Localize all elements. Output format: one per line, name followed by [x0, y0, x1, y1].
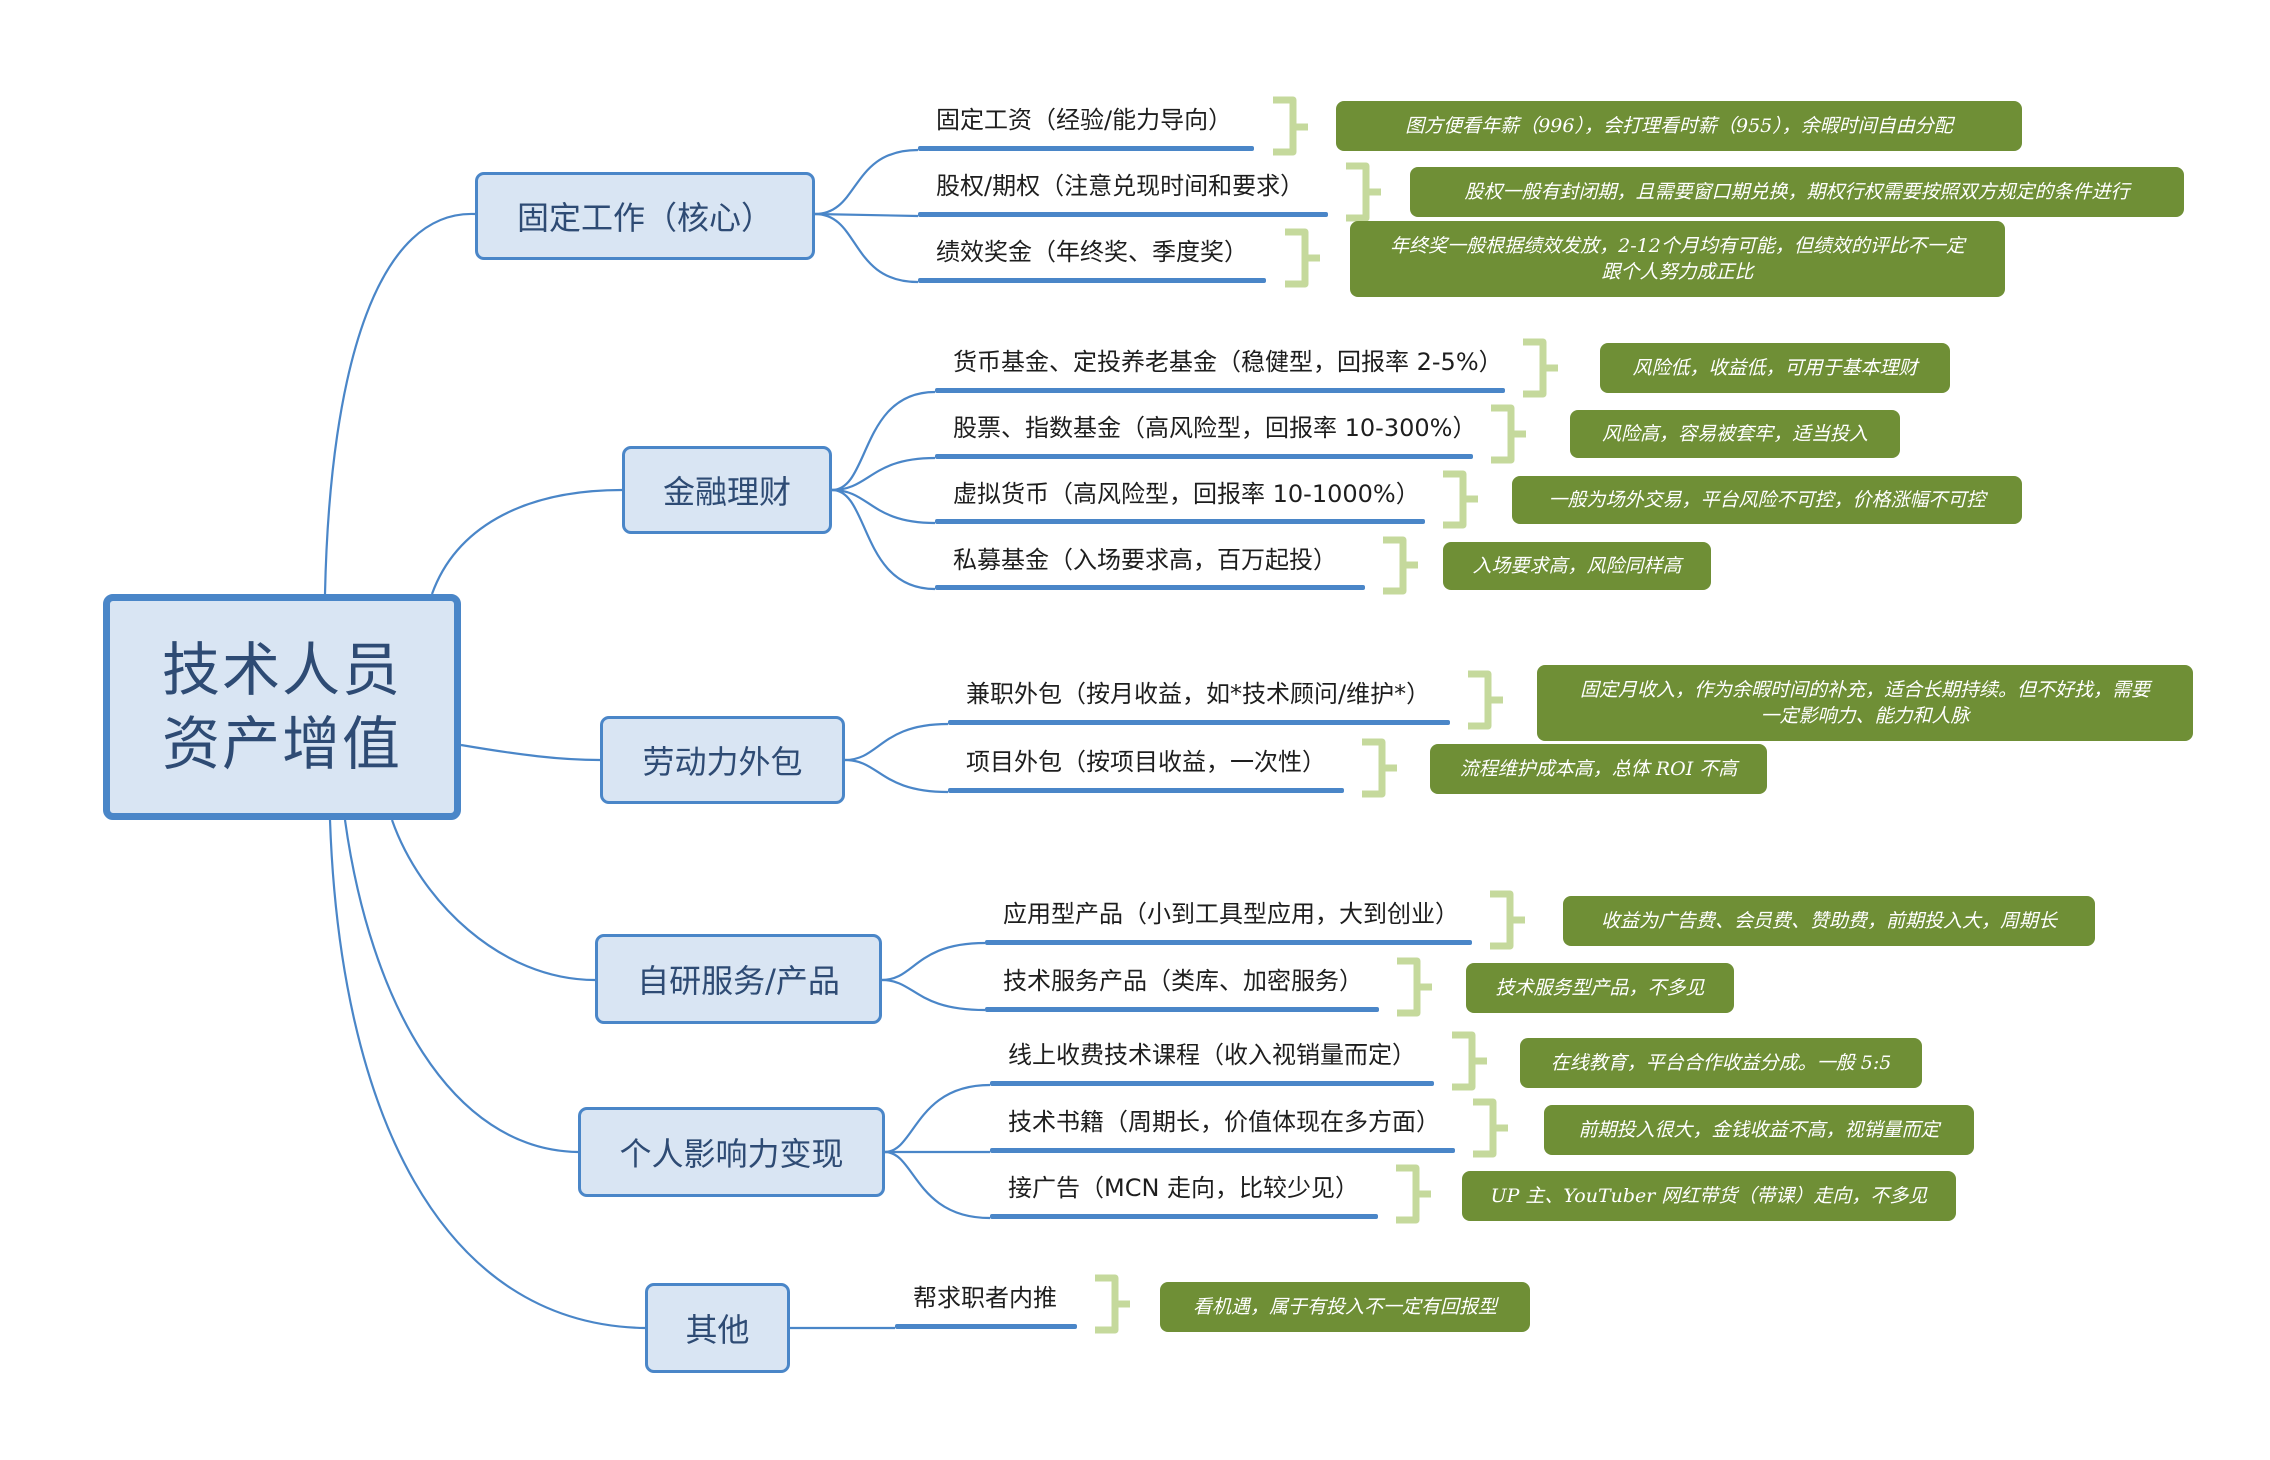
bracket-b1-l3 [1285, 228, 1320, 288]
leaf-underline [948, 720, 1450, 725]
connector-b1-l3 [814, 212, 919, 284]
leaf-stocks[interactable]: 股票、指数基金（高风险型，回报率 10-300%） [953, 414, 1477, 442]
bracket-b2-l2 [1491, 404, 1526, 464]
connector-b5-l3 [884, 1150, 991, 1220]
connector-b3-l2 [844, 758, 949, 794]
branch-fixed-work[interactable]: 固定工作（核心） [475, 172, 815, 260]
connector-b2-l1 [831, 390, 936, 492]
note-part-time[interactable]: 固定月收入，作为余暇时间的补充，适合长期持续。但不好找，需要 一定影响力、能力和… [1537, 665, 2193, 741]
bracket-b5-l2 [1473, 1098, 1508, 1158]
leaf-project[interactable]: 项目外包（按项目收益，一次性） [966, 748, 1326, 776]
connector-b4-l1 [881, 941, 986, 982]
bracket-b1-l1 [1273, 96, 1308, 156]
leaf-underline [895, 1324, 1077, 1329]
connector-b2-l3 [831, 488, 936, 525]
leaf-underline [918, 146, 1254, 151]
bracket-b1-l2 [1346, 162, 1381, 222]
connector-b2-l2 [831, 456, 936, 492]
leaf-app-product[interactable]: 应用型产品（小到工具型应用，大到创业） [1003, 900, 1459, 928]
branch-outsourcing[interactable]: 劳动力外包 [600, 716, 845, 804]
branch-label: 金融理财 [662, 473, 791, 511]
note-equity[interactable]: 股权一般有封闭期，且需要窗口期兑换，期权行权需要按照双方规定的条件进行 [1410, 167, 2184, 217]
leaf-equity[interactable]: 股权/期权（注意兑现时间和要求） [936, 172, 1305, 200]
note-tech-book[interactable]: 前期投入很大，金钱收益不高，视销量而定 [1544, 1105, 1974, 1155]
connector-root-branch-4 [390, 819, 596, 982]
bracket-b2-l3 [1443, 470, 1478, 529]
root-topic[interactable]: 技术人员 资产增值 [103, 594, 461, 820]
bracket-b3-l1 [1468, 670, 1503, 730]
branch-label: 劳动力外包 [642, 743, 803, 781]
bracket-b4-l1 [1490, 890, 1525, 950]
leaf-money-fund[interactable]: 货币基金、定投养老基金（稳健型，回报率 2-5%） [953, 348, 1503, 376]
leaf-underline [935, 388, 1505, 393]
note-referral[interactable]: 看机遇，属于有投入不一定有回报型 [1160, 1282, 1530, 1332]
bracket-b3-l2 [1362, 738, 1397, 798]
bracket-b2-l1 [1523, 338, 1558, 398]
connector-b1-l1 [814, 148, 919, 216]
leaf-underline [918, 212, 1328, 217]
connector-b1-l2 [814, 212, 919, 218]
branch-own-product[interactable]: 自研服务/产品 [595, 934, 882, 1024]
leaf-crypto[interactable]: 虚拟货币（高风险型，回报率 10-1000%） [953, 480, 1420, 508]
leaf-private-fund[interactable]: 私募基金（入场要求高，百万起投） [953, 546, 1337, 574]
bracket-b6-l1 [1095, 1274, 1130, 1334]
leaf-underline [935, 519, 1425, 524]
connector-root-branch-3 [460, 743, 601, 762]
note-money-fund[interactable]: 风险低，收益低，可用于基本理财 [1600, 343, 1950, 393]
connector-b3-l1 [844, 722, 949, 762]
note-bonus[interactable]: 年终奖一般根据绩效发放，2-12个月均有可能，但绩效的评比不一定 跟个人努力成正… [1350, 221, 2005, 297]
leaf-part-time[interactable]: 兼职外包（按月收益，如*技术顾问/维护*） [966, 680, 1431, 708]
leaf-underline [985, 940, 1472, 945]
connector-root-branch-6 [328, 819, 646, 1330]
root-title-line2: 资产增值 [161, 710, 402, 778]
leaf-underline [935, 454, 1473, 459]
note-stocks[interactable]: 风险高，容易被套牢，适当投入 [1570, 410, 1900, 458]
branch-finance[interactable]: 金融理财 [622, 446, 832, 534]
note-app-product[interactable]: 收益为广告费、会员费、赞助费，前期投入大，周期长 [1563, 896, 2095, 946]
note-crypto[interactable]: 一般为场外交易，平台风险不可控，价格涨幅不可控 [1512, 476, 2022, 524]
branch-label: 固定工作（核心） [516, 199, 773, 237]
leaf-ads[interactable]: 接广告（MCN 走向，比较少见） [1008, 1174, 1360, 1202]
leaf-tech-service[interactable]: 技术服务产品（类库、加密服务） [1003, 967, 1363, 995]
connector-b5-l1 [884, 1083, 991, 1154]
leaf-underline [990, 1214, 1378, 1219]
leaf-underline [990, 1148, 1455, 1153]
note-online-course[interactable]: 在线教育，平台合作收益分成。一般 5:5 [1520, 1038, 1922, 1088]
connector-b2-l4 [831, 488, 936, 591]
leaf-fixed-salary[interactable]: 固定工资（经验/能力导向） [936, 106, 1233, 134]
note-private-fund[interactable]: 入场要求高，风险同样高 [1443, 542, 1711, 590]
branch-influence[interactable]: 个人影响力变现 [578, 1107, 885, 1197]
branch-label: 自研服务/产品 [637, 962, 840, 1000]
leaf-underline [985, 1007, 1379, 1012]
branch-label: 其他 [685, 1311, 750, 1349]
bracket-b2-l4 [1383, 536, 1418, 595]
root-title-line1: 技术人员 [161, 636, 402, 704]
note-ads[interactable]: UP 主、YouTuber 网红带货（带课）走向，不多见 [1462, 1171, 1956, 1221]
connector-root-branch-1 [323, 212, 476, 595]
note-project[interactable]: 流程维护成本高，总体 ROI 不高 [1430, 744, 1767, 794]
leaf-tech-book[interactable]: 技术书籍（周期长，价值体现在多方面） [1008, 1108, 1440, 1136]
leaf-online-course[interactable]: 线上收费技术课程（收入视销量而定） [1008, 1041, 1416, 1069]
bracket-b5-l1 [1452, 1031, 1487, 1091]
leaf-underline [948, 788, 1344, 793]
connector-root-branch-2 [430, 488, 623, 595]
leaf-underline [918, 278, 1266, 283]
branch-label: 个人影响力变现 [619, 1135, 844, 1173]
note-fixed-salary[interactable]: 图方便看年薪（996），会打理看时薪（955），余暇时间自由分配 [1336, 101, 2022, 151]
connector-root-branch-5 [343, 819, 579, 1154]
bracket-b5-l3 [1396, 1164, 1431, 1224]
bracket-b4-l2 [1397, 957, 1432, 1017]
leaf-bonus[interactable]: 绩效奖金（年终奖、季度奖） [936, 238, 1248, 266]
leaf-referral[interactable]: 帮求职者内推 [913, 1284, 1057, 1312]
leaf-underline [935, 585, 1365, 590]
leaf-underline [990, 1081, 1434, 1086]
note-tech-service[interactable]: 技术服务型产品，不多见 [1466, 963, 1734, 1013]
branch-other[interactable]: 其他 [645, 1283, 790, 1373]
connector-b4-l2 [881, 978, 986, 1012]
